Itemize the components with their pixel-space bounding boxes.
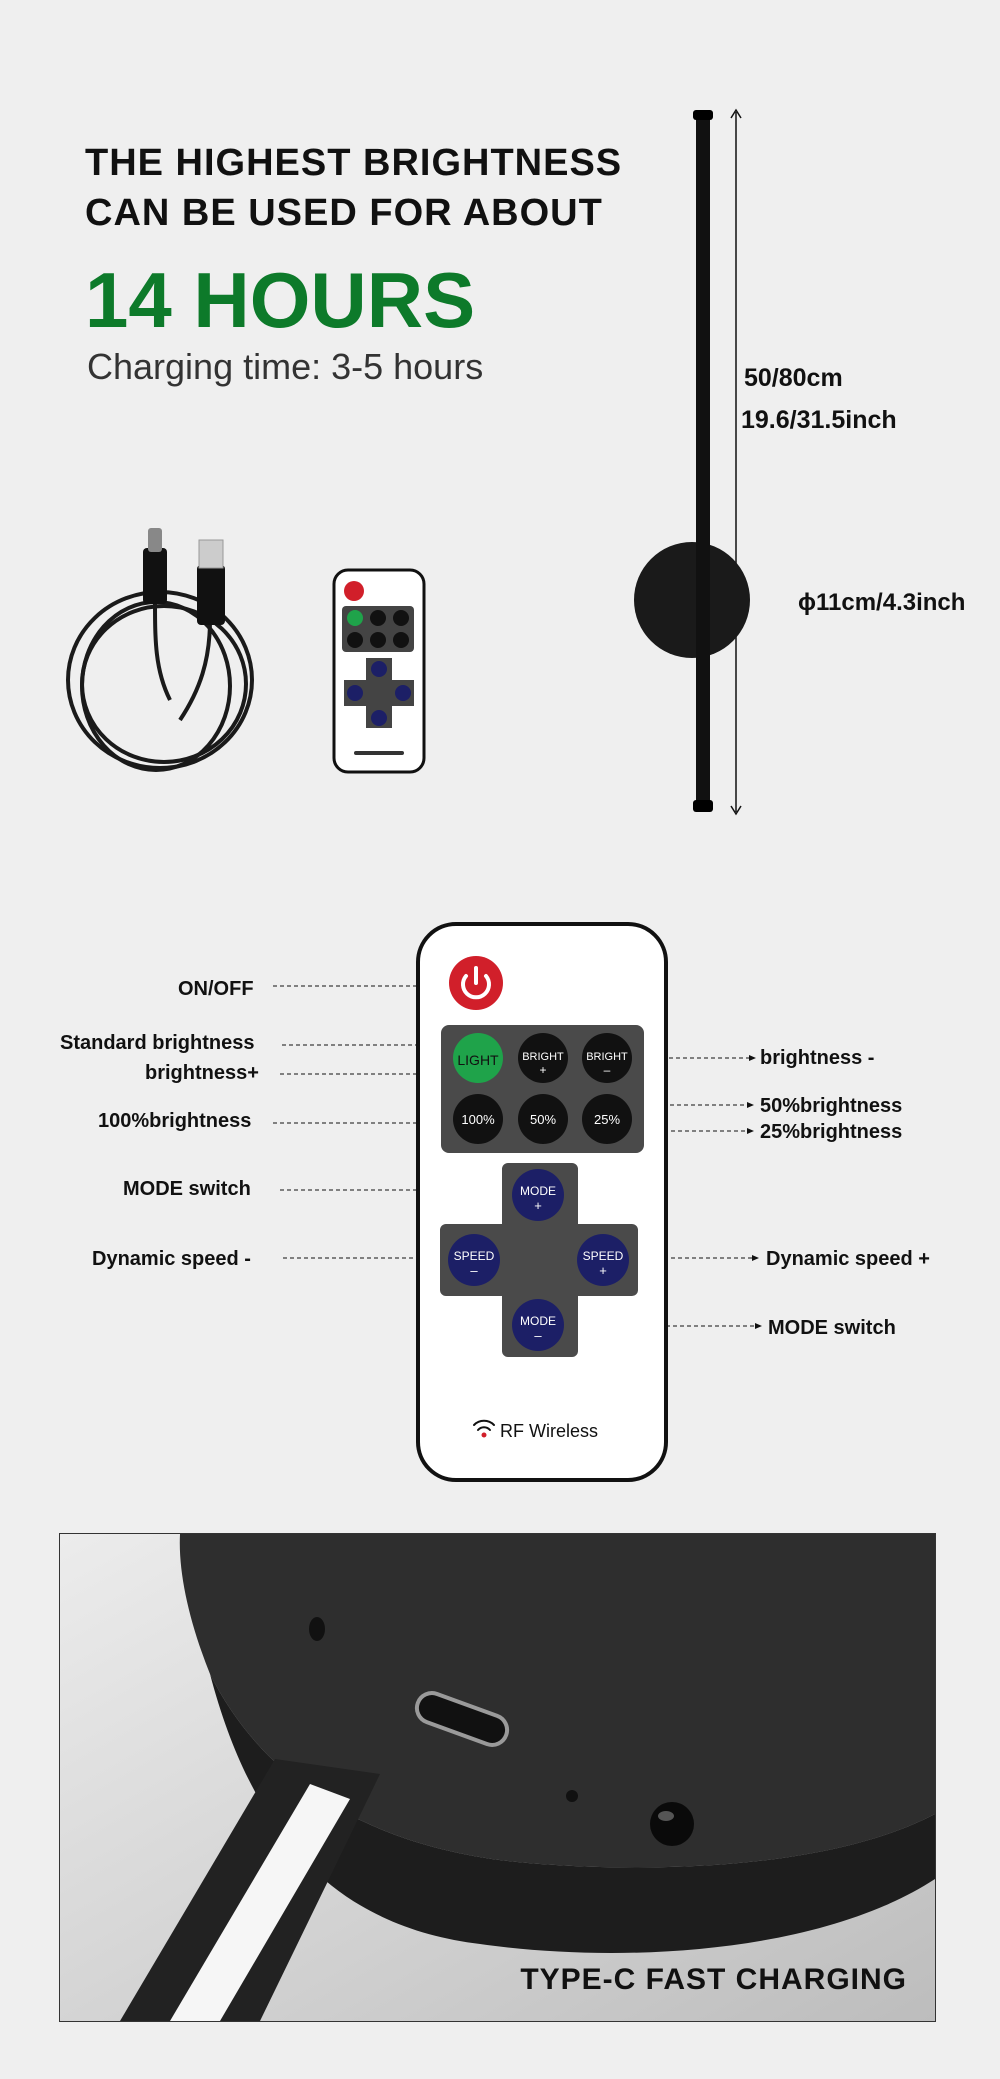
headline-line-2: CAN BE USED FOR ABOUT: [85, 192, 603, 234]
bright-minus-sign: –: [604, 1063, 611, 1077]
length-cm: 50/80cm: [744, 364, 843, 392]
mode-minus-button[interactable]: [512, 1299, 564, 1351]
speed-minus-label: SPEED: [454, 1249, 495, 1263]
mode-plus-button[interactable]: [512, 1169, 564, 1221]
diameter: ϕ11cm/4.3inch: [798, 589, 966, 616]
closeup-image: [60, 1534, 935, 2021]
speed-plus-button[interactable]: [577, 1234, 629, 1286]
lamp-image: [634, 108, 750, 816]
label-speed-minus: Dynamic speed -: [92, 1248, 251, 1270]
label-brightness-minus: brightness -: [760, 1047, 875, 1069]
speed-minus-button[interactable]: [448, 1234, 500, 1286]
speed-minus-sign: –: [470, 1263, 478, 1278]
remote-diagram: LIGHT BRIGHT + BRIGHT – 100% 50% 25% MOD…: [273, 922, 762, 1482]
length-inch: 19.6/31.5inch: [741, 406, 897, 434]
p25-label: 25%: [594, 1112, 620, 1127]
small-remote-image: [332, 568, 426, 774]
speed-plus-sign: +: [599, 1263, 607, 1278]
p100-label: 100%: [461, 1112, 495, 1127]
light-label: LIGHT: [457, 1052, 499, 1068]
label-standard-brightness: Standard brightness: [60, 1032, 255, 1054]
type-c-caption: TYPE-C FAST CHARGING: [520, 1963, 907, 1996]
headline-line-1: THE HIGHEST BRIGHTNESS: [85, 142, 623, 184]
label-mode-switch-bottom: MODE switch: [768, 1317, 896, 1339]
label-on-off: ON/OFF: [178, 978, 254, 1000]
bright-plus-label: BRIGHT: [522, 1051, 564, 1063]
rf-wireless-label: RF Wireless: [500, 1421, 598, 1441]
label-100-brightness: 100%brightness: [98, 1110, 252, 1132]
brightness-100-button[interactable]: [453, 1094, 503, 1144]
label-speed-plus: Dynamic speed +: [766, 1248, 930, 1270]
bright-minus-button[interactable]: [582, 1033, 632, 1083]
label-50-brightness: 50%brightness: [760, 1095, 903, 1117]
hours-value: 14 HOURS: [85, 256, 476, 344]
type-c-closeup: TYPE-C FAST CHARGING: [59, 1533, 936, 2022]
speed-plus-label: SPEED: [583, 1249, 624, 1263]
charging-time: Charging time: 3-5 hours: [87, 346, 484, 387]
wifi-icon: [473, 1419, 495, 1431]
bright-plus-sign: +: [539, 1063, 546, 1077]
label-mode-switch-top: MODE switch: [123, 1178, 251, 1200]
label-brightness-plus: brightness+: [145, 1062, 259, 1084]
mode-minus-label: MODE: [520, 1314, 556, 1328]
bright-plus-button[interactable]: [518, 1033, 568, 1083]
light-button[interactable]: [453, 1033, 503, 1083]
power-icon: [461, 974, 491, 1000]
brightness-50-button[interactable]: [518, 1094, 568, 1144]
p50-label: 50%: [530, 1112, 556, 1127]
mode-minus-sign: –: [534, 1328, 542, 1343]
mode-plus-sign: +: [534, 1198, 542, 1213]
label-25-brightness: 25%brightness: [760, 1121, 903, 1143]
mode-plus-label: MODE: [520, 1184, 556, 1198]
headline: THE HIGHEST BRIGHTNESS CAN BE USED FOR A…: [85, 138, 622, 238]
usb-cable-image: [66, 528, 254, 772]
brightness-25-button[interactable]: [582, 1094, 632, 1144]
bright-minus-label: BRIGHT: [586, 1051, 628, 1063]
